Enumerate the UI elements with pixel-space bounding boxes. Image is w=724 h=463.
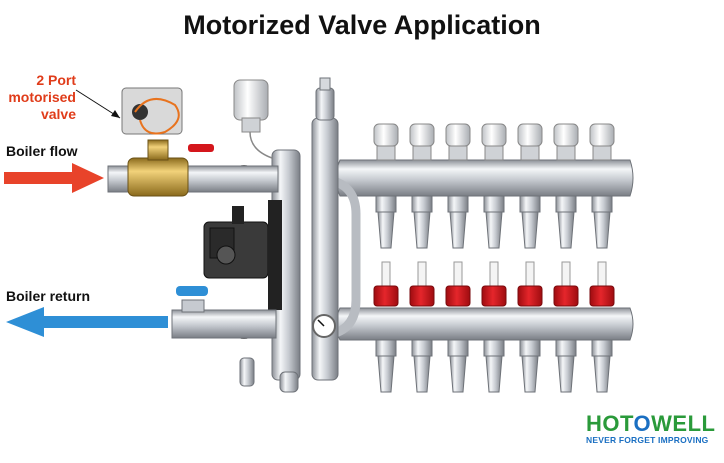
brand-name: HOTOWELL xyxy=(586,413,716,435)
flow-port-cap xyxy=(409,123,435,161)
flow-meters xyxy=(373,261,615,307)
flow-meter xyxy=(517,261,543,307)
flow-port-cap xyxy=(517,123,543,161)
motorised-valve-label: 2 Port motorised valve xyxy=(4,72,76,123)
return-port-outlet xyxy=(447,339,469,393)
mixing-thermometer xyxy=(312,314,336,338)
brand-name-part-3: WELL xyxy=(651,411,716,436)
flow-meter xyxy=(409,261,435,307)
flow-port-outlet xyxy=(483,195,505,249)
valve-label-line-2: motorised xyxy=(8,89,76,105)
flow-manifold-bar xyxy=(335,159,634,197)
return-port-outlet xyxy=(483,339,505,393)
valve-label-line-1: 2 Port xyxy=(36,72,76,88)
flow-port-outlet xyxy=(591,195,613,249)
flow-port-outlet xyxy=(555,195,577,249)
flow-meter xyxy=(589,261,615,307)
valve-callout-line xyxy=(75,89,121,119)
page-title: Motorized Valve Application xyxy=(183,10,541,40)
return-inlet-pipe xyxy=(171,309,277,339)
flow-port-outlet xyxy=(375,195,397,249)
boiler-return-label: Boiler return xyxy=(6,288,91,304)
flow-port-cap xyxy=(589,123,615,161)
return-port-outlet xyxy=(555,339,577,393)
circulation-pump xyxy=(203,200,282,310)
flow-port-outlet xyxy=(411,195,433,249)
fill-fitting xyxy=(239,357,255,387)
flow-port-outlet xyxy=(519,195,541,249)
flow-meter xyxy=(481,261,507,307)
return-port-outlet xyxy=(375,339,397,393)
flow-port-caps xyxy=(373,123,615,161)
brand-name-part-1: HOT xyxy=(586,411,634,436)
return-port-outlet xyxy=(411,339,433,393)
return-ball-valve xyxy=(176,286,208,313)
motorised-valve xyxy=(121,87,214,197)
valve-label-line-3: valve xyxy=(40,106,76,122)
flow-port-cap xyxy=(553,123,579,161)
flow-meter xyxy=(373,261,399,307)
bypass-pipe xyxy=(328,175,361,339)
drain-fitting xyxy=(279,371,299,393)
flow-meter xyxy=(445,261,471,307)
flow-port-outlets xyxy=(375,195,613,249)
flow-port-cap xyxy=(373,123,399,161)
return-manifold-bar xyxy=(335,307,634,341)
flow-port-cap xyxy=(445,123,471,161)
brand-tagline: NEVER FORGET IMPROVING xyxy=(586,435,709,445)
flow-port-cap xyxy=(481,123,507,161)
brand-logo: HOTOWELL NEVER FORGET IMPROVING xyxy=(586,413,716,446)
thermostatic-head xyxy=(233,79,273,159)
brand-name-part-2: O xyxy=(633,411,652,436)
boiler-flow-label: Boiler flow xyxy=(6,143,78,159)
return-port-outlets xyxy=(375,339,613,393)
return-port-outlet xyxy=(519,339,541,393)
boiler-return-arrow xyxy=(6,307,168,337)
return-port-outlet xyxy=(591,339,613,393)
boiler-flow-arrow xyxy=(4,163,104,193)
flow-meter xyxy=(553,261,579,307)
flow-port-outlet xyxy=(447,195,469,249)
